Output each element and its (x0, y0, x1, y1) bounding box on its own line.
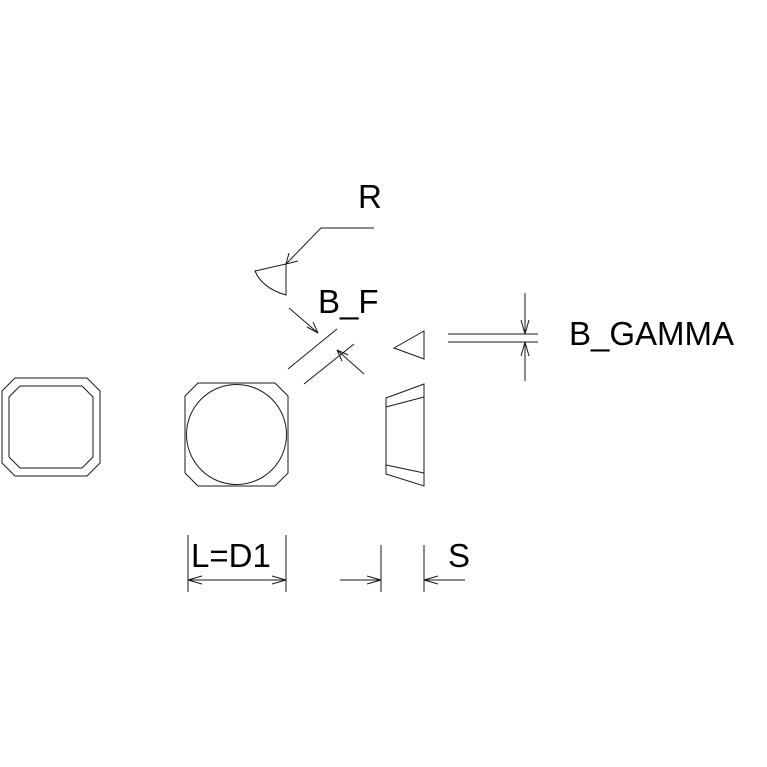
inscribed-circle (186, 384, 287, 485)
insert-outline-view (1, 377, 101, 477)
radius-arrowhead (285, 252, 299, 265)
chamfer-width-arrowhead-bottom (336, 349, 349, 362)
thickness-dimension (340, 545, 465, 592)
insert-side-view (385, 383, 425, 487)
thickness-arrowhead-right (423, 575, 439, 585)
radius-detail (254, 227, 374, 296)
thickness-label: S (448, 537, 470, 574)
chamfer-angle-arrowhead-bottom (520, 341, 530, 357)
length-arrowhead-left (187, 575, 203, 585)
chamfer-width-label: B_F (318, 283, 379, 320)
radius-label: R (358, 178, 382, 215)
chamfer-angle-label: B_GAMMA (569, 315, 734, 352)
insert-inscribed-circle-view (184, 382, 289, 487)
chamfer-width-detail (287, 307, 365, 385)
chamfer-angle-arrowhead-top (520, 319, 530, 335)
length-dimension (187, 535, 287, 592)
length-arrowhead-right (271, 575, 287, 585)
chamfer-width-arrowhead-top (306, 321, 319, 334)
length-label: L=D1 (191, 537, 271, 574)
thickness-arrowhead-left (366, 575, 382, 585)
radius-leader (285, 227, 374, 265)
chamfer-angle-detail (392, 293, 538, 381)
